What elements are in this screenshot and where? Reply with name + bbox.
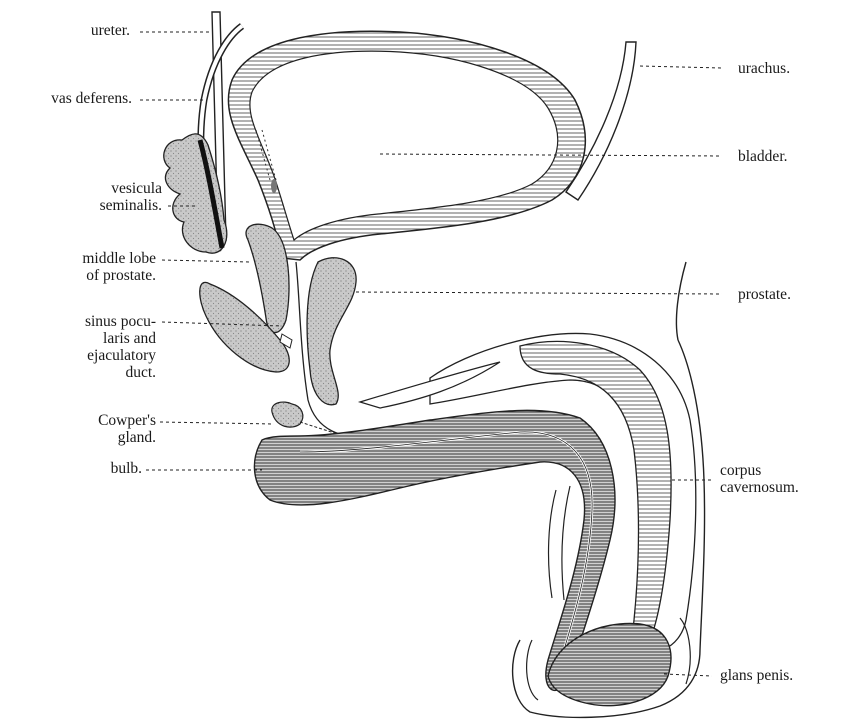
label-urachus: urachus. [738, 60, 790, 77]
cowpers-gland-shape [272, 402, 303, 427]
label-cowpers-gland: Cowper's gland. [98, 412, 156, 446]
label-sinus-pocularis: sinus pocu- laris and ejaculatory duct. [85, 313, 156, 381]
label-bulb: bulb. [111, 460, 142, 477]
label-bladder: bladder. [738, 148, 788, 165]
label-glans-penis: glans penis. [720, 667, 793, 684]
label-ureter: ureter. [91, 22, 130, 39]
label-prostate: prostate. [738, 286, 791, 303]
prostate-shape [307, 258, 356, 405]
label-middle-lobe-of-prostate: middle lobe of prostate. [82, 250, 156, 284]
label-corpus-cavernosum: corpus cavernosum. [720, 462, 799, 496]
skin-contour-upper [676, 262, 686, 340]
label-vas-deferens: vas deferens. [51, 90, 132, 107]
label-vesicula-seminalis: vesicula seminalis. [100, 180, 162, 214]
